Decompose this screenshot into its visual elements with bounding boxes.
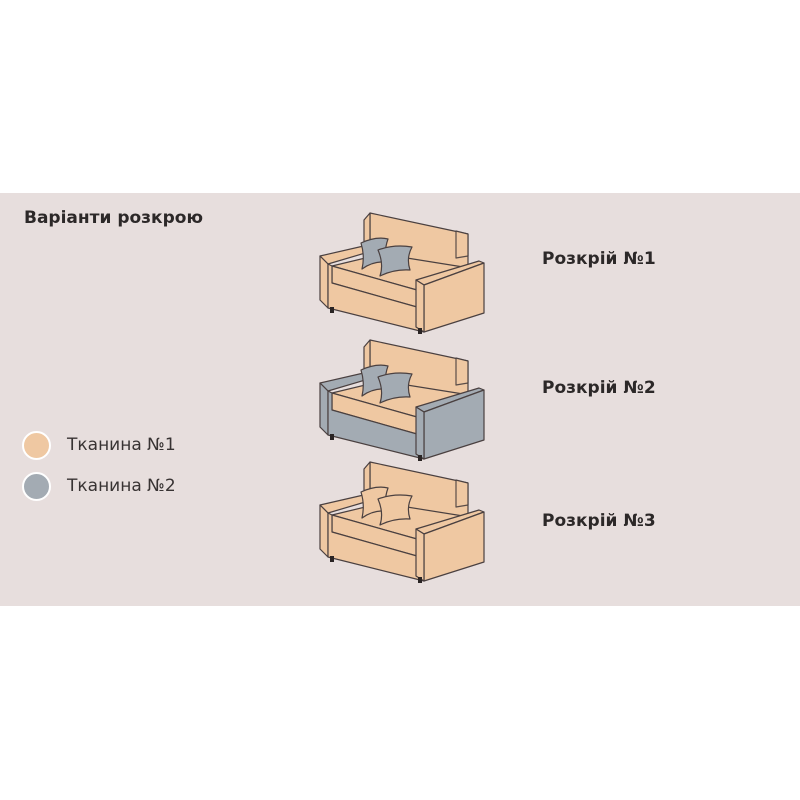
variant-3-label: Розкрій №3 (542, 511, 656, 531)
fabric-1-swatch (22, 430, 51, 460)
fabric-2-label: Тканина №2 (67, 476, 176, 496)
variant-2-label: Розкрій №2 (542, 378, 656, 398)
fabric-1-label: Тканина №1 (67, 435, 176, 455)
sofa-variant-2-icon (319, 339, 485, 461)
legend-item-fabric-1: Тканина №1 (22, 430, 176, 460)
variant-1-label: Розкрій №1 (542, 249, 656, 269)
sofa-variant-1-icon (319, 212, 485, 334)
section-title: Варіанти розкрою (24, 208, 203, 228)
sofa-variant-3-icon (319, 461, 485, 583)
legend-item-fabric-2: Тканина №2 (22, 471, 176, 501)
fabric-2-swatch (22, 471, 51, 501)
